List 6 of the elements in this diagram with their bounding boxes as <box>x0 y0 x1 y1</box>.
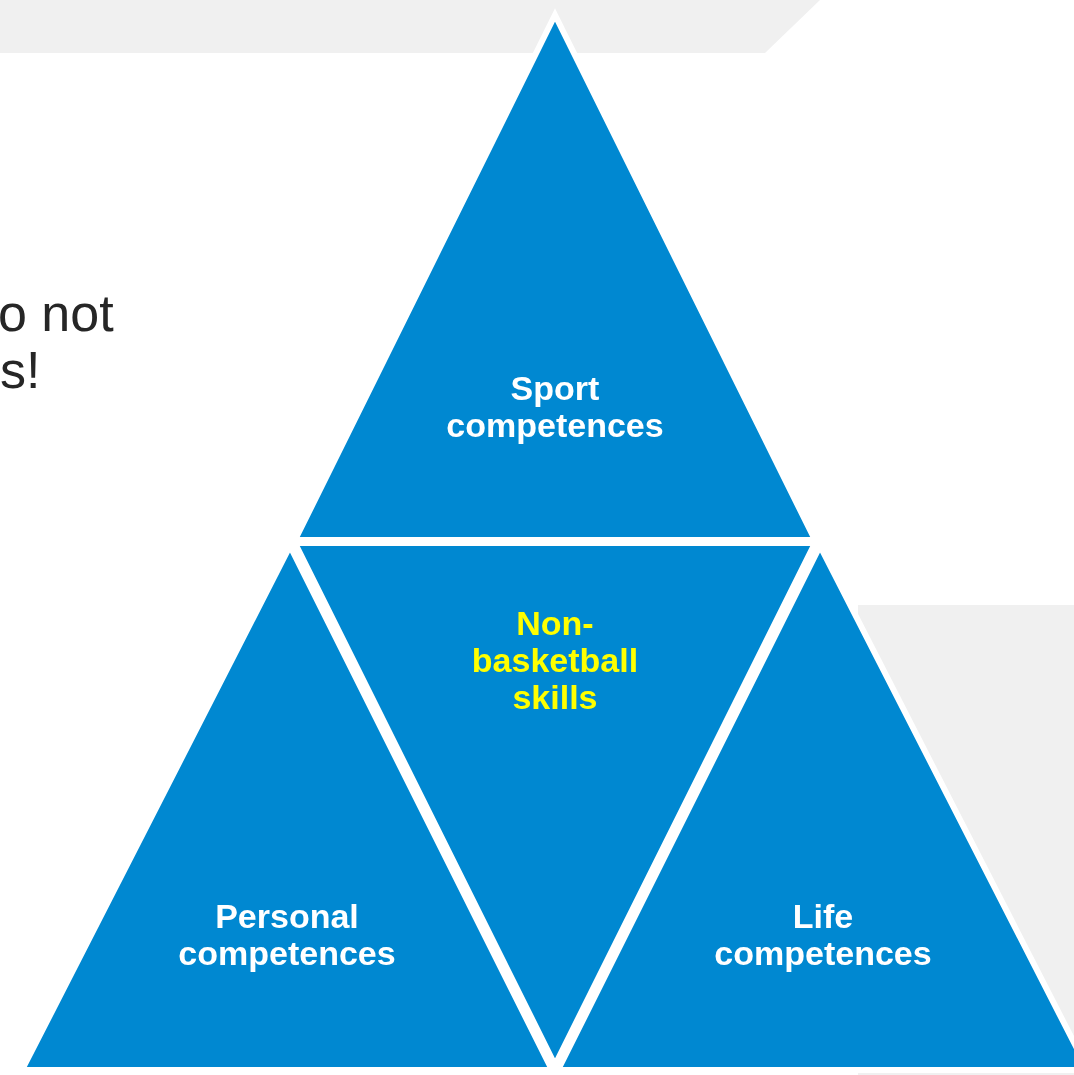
triangle-label: Personal competences <box>177 898 397 972</box>
triangle-label: Life competences <box>713 898 933 972</box>
triangle-label: Sport competences <box>445 370 665 444</box>
heading-text: o not <box>0 285 114 341</box>
heading-text: s! <box>0 342 41 398</box>
triangle-label: Non-basketball skills <box>470 605 640 716</box>
